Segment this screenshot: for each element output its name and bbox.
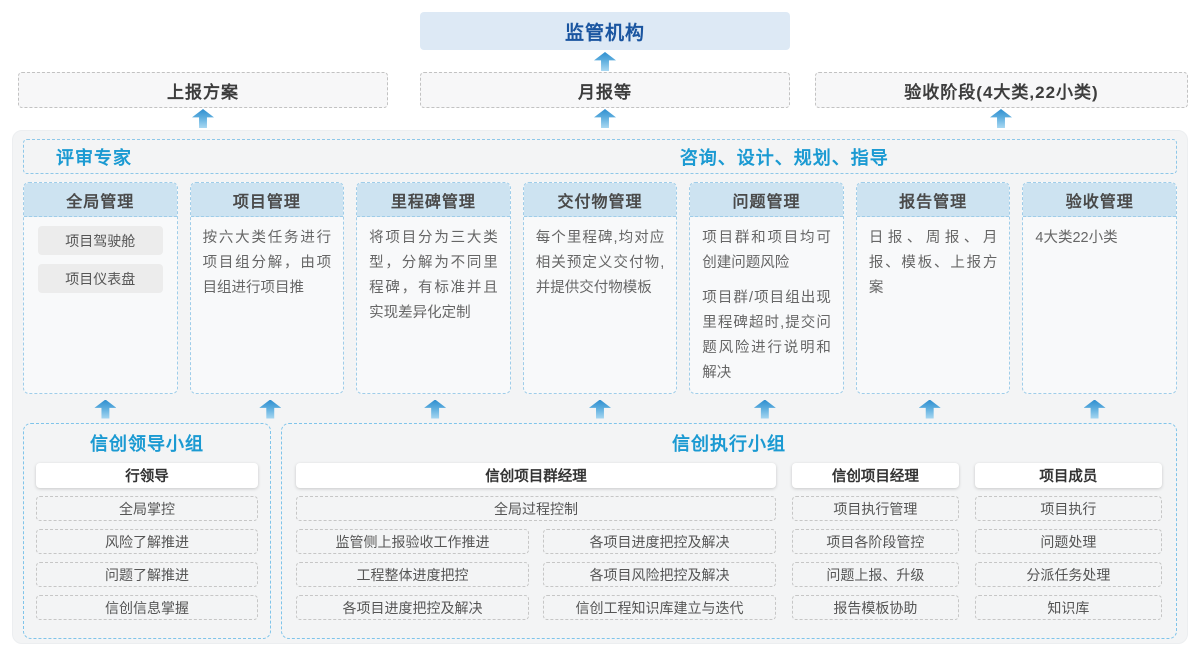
- duty-item: 各项目风险把控及解决: [542, 562, 776, 587]
- column-paragraph: 日报、周报、月报、模板、上报方案: [868, 230, 998, 296]
- duty-item: 项目各阶段管控: [791, 529, 959, 554]
- duty-item: 问题处理: [974, 529, 1162, 554]
- report-box-acceptance: 验收阶段(4大类,22小类): [815, 72, 1188, 108]
- advisor-header-strip: 评审专家 咨询、设计、规划、指导: [23, 139, 1177, 174]
- regulator-label: 监管机构: [564, 22, 645, 44]
- report-box-monthly-label: 月报等: [578, 82, 632, 102]
- duty-item: 项目执行: [974, 496, 1162, 521]
- up-arrow-icon: [259, 399, 282, 419]
- leader-group-title: 信创领导小组: [90, 434, 204, 454]
- column-paragraph: 每个里程碑,均对应相关预定义交付物,并提供交付物模板: [535, 230, 665, 296]
- report-box-plan: 上报方案: [18, 72, 388, 108]
- feature-pill: 项目仪表盘: [38, 264, 163, 293]
- column-body: 日报、周报、月报、模板、上报方案: [857, 217, 1010, 320]
- column-title: 交付物管理: [523, 183, 677, 217]
- management-columns: 全局管理 项目驾驶舱 项目仪表盘 项目管理 按六大类任务进行项目组分解，由项目组…: [23, 182, 1177, 394]
- project-manager-column: 信创项目经理 项目执行管理 项目各阶段管控 问题上报、升级 报告模板协助: [791, 463, 959, 620]
- column-global-management: 全局管理 项目驾驶舱 项目仪表盘: [23, 182, 178, 394]
- column-report-management: 报告管理 日报、周报、月报、模板、上报方案: [855, 182, 1011, 394]
- up-arrow-icon: [94, 399, 117, 419]
- up-arrow-icon: [1083, 399, 1106, 419]
- duty-item: 信创工程知识库建立与迭代: [542, 595, 776, 620]
- column-paragraph: 项目群/项目组出现里程碑超时,提交问题风险进行说明和解决: [702, 289, 831, 381]
- column-title: 报告管理: [856, 183, 1010, 217]
- column-body: 按六大类任务进行项目组分解，由项目组进行项目推: [191, 217, 344, 320]
- report-box-monthly: 月报等: [420, 72, 790, 108]
- column-title: 项目管理: [190, 183, 344, 217]
- role-pill: 信创项目经理: [791, 463, 959, 488]
- column-acceptance-management: 验收管理 4大类22小类: [1022, 182, 1177, 394]
- up-arrow-icon: [753, 399, 776, 419]
- report-box-plan-label: 上报方案: [167, 82, 239, 102]
- regulator-box: 监管机构: [420, 12, 790, 50]
- main-panel: 评审专家 咨询、设计、规划、指导 全局管理 项目驾驶舱 项目仪表盘 项目管理 按…: [12, 130, 1188, 644]
- duty-item: 知识库: [974, 595, 1162, 620]
- duty-item: 问题了解推进: [36, 562, 258, 587]
- exec-group-columns: 信创项目群经理 全局过程控制 监管侧上报验收工作推进 工程整体进度把控 各项目进…: [292, 459, 1166, 620]
- project-members-column: 项目成员 项目执行 问题处理 分派任务处理 知识库: [974, 463, 1162, 620]
- column-title: 全局管理: [24, 183, 177, 217]
- duty-item: 全局过程控制: [296, 496, 776, 521]
- up-arrow-icon: [588, 399, 611, 419]
- group-manager-column: 信创项目群经理 全局过程控制 监管侧上报验收工作推进 工程整体进度把控 各项目进…: [296, 463, 776, 620]
- duty-item: 风险了解推进: [36, 529, 258, 554]
- column-deliverable-management: 交付物管理 每个里程碑,均对应相关预定义交付物,并提供交付物模板: [522, 182, 678, 394]
- up-arrow-icon: [192, 109, 214, 128]
- up-arrow-icon: [594, 109, 616, 128]
- role-pill: 行领导: [36, 463, 258, 488]
- duty-item: 项目执行管理: [791, 496, 959, 521]
- duty-item: 报告模板协助: [791, 595, 959, 620]
- report-box-acceptance-label: 验收阶段(4大类,22小类): [904, 82, 1099, 102]
- column-paragraph: 按六大类任务进行项目组分解，由项目组进行项目推: [202, 230, 332, 296]
- column-paragraph: 项目群和项目均可创建问题风险: [702, 230, 831, 271]
- duty-item: 全局掌控: [36, 496, 258, 521]
- exec-group-card: 信创执行小组 信创项目群经理 全局过程控制 监管侧上报验收工作推进 工程整体进度…: [281, 423, 1177, 639]
- duty-item: 监管侧上报验收工作推进: [296, 529, 529, 554]
- duty-item: 各项目进度把控及解决: [542, 529, 776, 554]
- column-title: 里程碑管理: [357, 183, 510, 217]
- duty-item: 分派任务处理: [974, 562, 1162, 587]
- leader-group-body: 行领导 全局掌控 风险了解推进 问题了解推进 信创信息掌握: [34, 463, 260, 620]
- duty-item: 工程整体进度把控: [296, 562, 529, 587]
- group-manager-items: 监管侧上报验收工作推进 工程整体进度把控 各项目进度把控及解决 各项目进度把控及…: [296, 521, 776, 620]
- duty-item: 各项目进度把控及解决: [296, 595, 529, 620]
- role-pill: 项目成员: [974, 463, 1162, 488]
- exec-group-title: 信创执行小组: [672, 434, 786, 454]
- column-arrows-row: [23, 397, 1177, 421]
- column-body: 4大类22小类: [1023, 217, 1176, 270]
- leader-group-card: 信创领导小组 行领导 全局掌控 风险了解推进 问题了解推进 信创信息掌握: [23, 423, 271, 639]
- column-paragraph: 4大类22小类: [1035, 230, 1118, 246]
- up-arrow-icon: [594, 52, 616, 71]
- consulting-guidance-label: 咨询、设计、规划、指导: [679, 147, 889, 168]
- up-arrow-icon: [424, 399, 447, 419]
- column-paragraph: 将项目分为三大类型，分解为不同里程碑，有标准并且实现差异化定制: [369, 230, 498, 321]
- up-arrow-icon: [918, 399, 941, 419]
- column-title: 问题管理: [690, 183, 843, 217]
- column-body: 项目群和项目均可创建问题风险 项目群/项目组出现里程碑超时,提交问题风险进行说明…: [690, 217, 843, 393]
- duty-item: 问题上报、升级: [791, 562, 959, 587]
- feature-pill: 项目驾驶舱: [38, 226, 163, 255]
- column-milestone-management: 里程碑管理 将项目分为三大类型，分解为不同里程碑，有标准并且实现差异化定制: [356, 182, 511, 394]
- column-project-management: 项目管理 按六大类任务进行项目组分解，由项目组进行项目推: [189, 182, 345, 394]
- teams-section: 信创领导小组 行领导 全局掌控 风险了解推进 问题了解推进 信创信息掌握 信创执…: [23, 423, 1177, 639]
- column-body: 每个里程碑,均对应相关预定义交付物,并提供交付物模板: [524, 217, 677, 320]
- role-pill: 信创项目群经理: [296, 463, 776, 488]
- up-arrow-icon: [990, 109, 1012, 128]
- column-issue-management: 问题管理 项目群和项目均可创建问题风险 项目群/项目组出现里程碑超时,提交问题风…: [689, 182, 844, 394]
- review-experts-label: 评审专家: [56, 147, 132, 168]
- duty-item: 信创信息掌握: [36, 595, 258, 620]
- column-title: 验收管理: [1023, 183, 1176, 217]
- column-body: 将项目分为三大类型，分解为不同里程碑，有标准并且实现差异化定制: [357, 217, 510, 345]
